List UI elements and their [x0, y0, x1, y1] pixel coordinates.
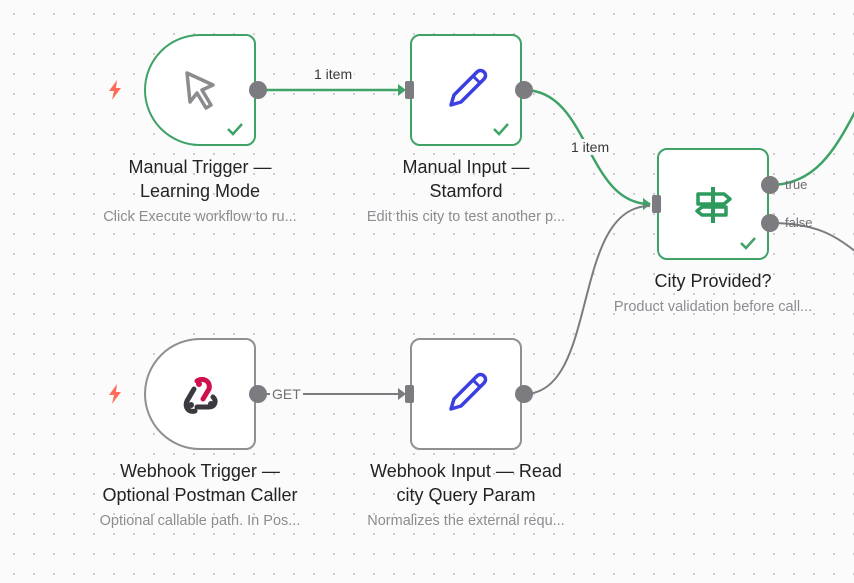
node-title: Manual Trigger — Learning Mode: [128, 157, 272, 201]
pencil-icon: [449, 372, 488, 411]
node-webhook-trigger[interactable]: [144, 338, 256, 450]
edge-webhook-input-to-if[interactable]: [523, 205, 651, 395]
node-title: Manual Input — Stamford: [402, 157, 530, 201]
output-handle[interactable]: [515, 385, 533, 403]
edge-true-output[interactable]: [769, 110, 854, 187]
node-description: Click Execute workflow to ru...: [103, 209, 297, 225]
node-title: City Provided?: [654, 271, 772, 291]
node-manual-input[interactable]: [410, 34, 522, 146]
output-handle[interactable]: [249, 81, 267, 99]
output-handle[interactable]: [515, 81, 533, 99]
success-check-icon: [740, 237, 756, 250]
edge-trigger-arrow: [398, 84, 406, 96]
edge-webhook-trigger-arrow: [398, 388, 406, 400]
pencil-icon: [449, 68, 488, 107]
node-description: Optional callable path. In Pos...: [99, 513, 301, 529]
success-check-icon: [227, 123, 243, 136]
output-label-false: false: [785, 215, 813, 230]
input-handle[interactable]: [652, 195, 661, 213]
node-city-provided[interactable]: [657, 148, 769, 260]
input-handle[interactable]: [405, 385, 414, 403]
input-handle[interactable]: [405, 81, 414, 99]
cursor-icon: [185, 71, 215, 110]
trigger-bolt-icon: [109, 80, 121, 100]
output-handle-true[interactable]: [761, 176, 779, 194]
success-check-icon: [493, 123, 509, 136]
node-description: Edit this city to test another p...: [366, 209, 566, 225]
edge-label-item-count: 1 item: [312, 66, 355, 82]
output-handle-false[interactable]: [761, 214, 779, 232]
output-handle[interactable]: [249, 385, 267, 403]
node-title: Webhook Input — Read city Query Param: [370, 461, 562, 505]
node-title: Webhook Trigger — Optional Postman Calle…: [102, 461, 298, 505]
signpost-icon: [695, 187, 732, 223]
node-webhook-input[interactable]: [410, 338, 522, 450]
webhook-icon: [183, 376, 218, 414]
node-description: Product validation before call...: [613, 299, 813, 315]
edge-label-method: GET: [270, 386, 303, 402]
trigger-bolt-icon: [109, 384, 121, 404]
edge-false-output[interactable]: [769, 222, 854, 252]
node-manual-trigger[interactable]: [144, 34, 256, 146]
node-description: Normalizes the external requ...: [367, 513, 565, 529]
edge-manual-input-to-if-arrow: [643, 198, 651, 210]
output-label-true: true: [785, 177, 808, 192]
edge-label-item-count: 1 item: [569, 139, 612, 155]
